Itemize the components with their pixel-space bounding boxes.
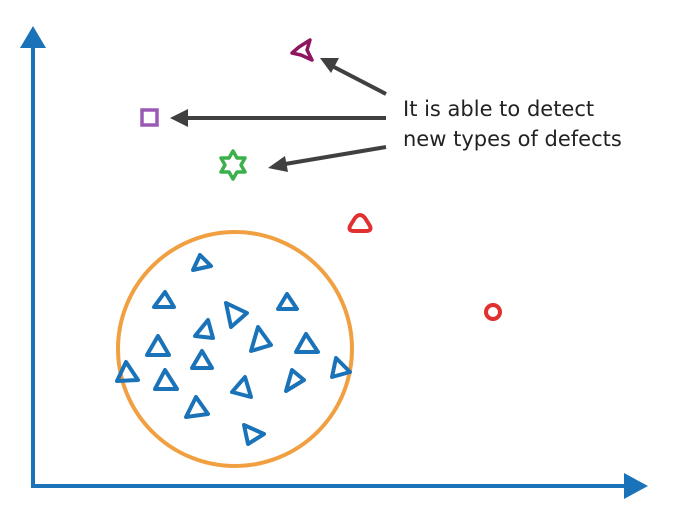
- triangle-icon: [115, 360, 140, 383]
- callout-arrows: [170, 58, 387, 172]
- triangle-icon: [191, 253, 213, 272]
- normal-cluster-boundary: [116, 230, 354, 468]
- triangle-icon: [276, 292, 299, 311]
- arrow-to-star4: [333, 65, 387, 96]
- six-point-star-icon: [219, 149, 247, 181]
- triangle-icon: [193, 318, 215, 340]
- arrowhead-star4: [320, 58, 339, 73]
- triangle-icon: [284, 368, 306, 393]
- annotation-line-1: It is able to detect: [403, 97, 594, 121]
- triangle-icon: [330, 356, 352, 379]
- arrowhead-star6: [268, 156, 288, 172]
- arrowhead-square: [170, 109, 188, 127]
- triangle-icon: [184, 395, 210, 419]
- triangle-icon: [152, 290, 176, 309]
- four-point-star-icon: [290, 38, 314, 62]
- square-icon: [140, 108, 159, 127]
- anomalies: [347, 213, 502, 321]
- annotation-line-2: new types of defects: [403, 127, 622, 151]
- arrow-to-star6: [284, 145, 387, 166]
- axes: [20, 26, 648, 499]
- ring-anomaly-icon: [484, 303, 502, 321]
- y-axis-arrowhead: [20, 26, 46, 48]
- triangle-icon: [230, 375, 253, 399]
- triangle-icon: [145, 334, 171, 357]
- triangle-icon: [224, 301, 249, 329]
- triangle-icon: [294, 332, 320, 354]
- triangle-icon: [242, 423, 266, 446]
- triangle-icon: [190, 349, 214, 370]
- new-defect-types: [140, 38, 314, 181]
- annotation-text: It is able to detect new types of defect…: [403, 97, 622, 151]
- rounded-triangle-anomaly-icon: [347, 213, 373, 233]
- triangle-icon: [153, 368, 179, 391]
- triangle-icon: [249, 325, 273, 353]
- x-axis-arrowhead: [624, 473, 648, 499]
- normal-samples: [115, 253, 352, 446]
